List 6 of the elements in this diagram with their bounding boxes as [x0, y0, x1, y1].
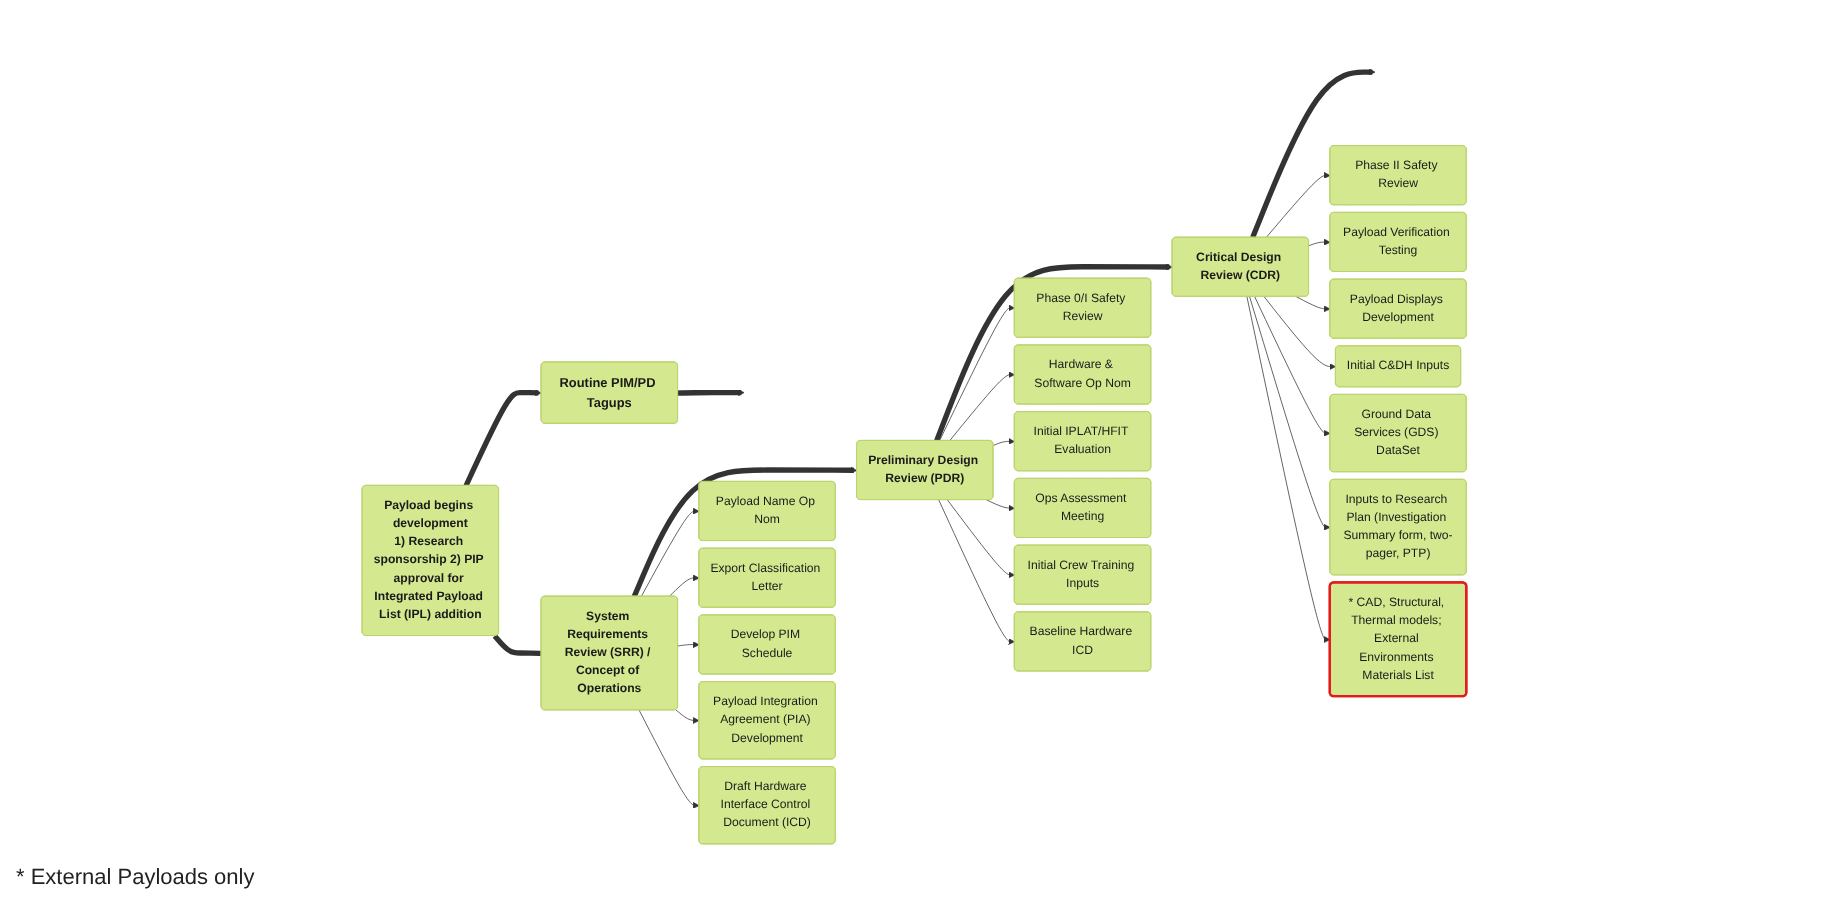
arrow	[1250, 68, 1376, 239]
arrow	[934, 263, 1173, 442]
arrow	[631, 466, 858, 598]
arrow	[676, 389, 745, 396]
arrow	[463, 389, 542, 487]
footnote: * External Payloads only	[16, 866, 255, 890]
